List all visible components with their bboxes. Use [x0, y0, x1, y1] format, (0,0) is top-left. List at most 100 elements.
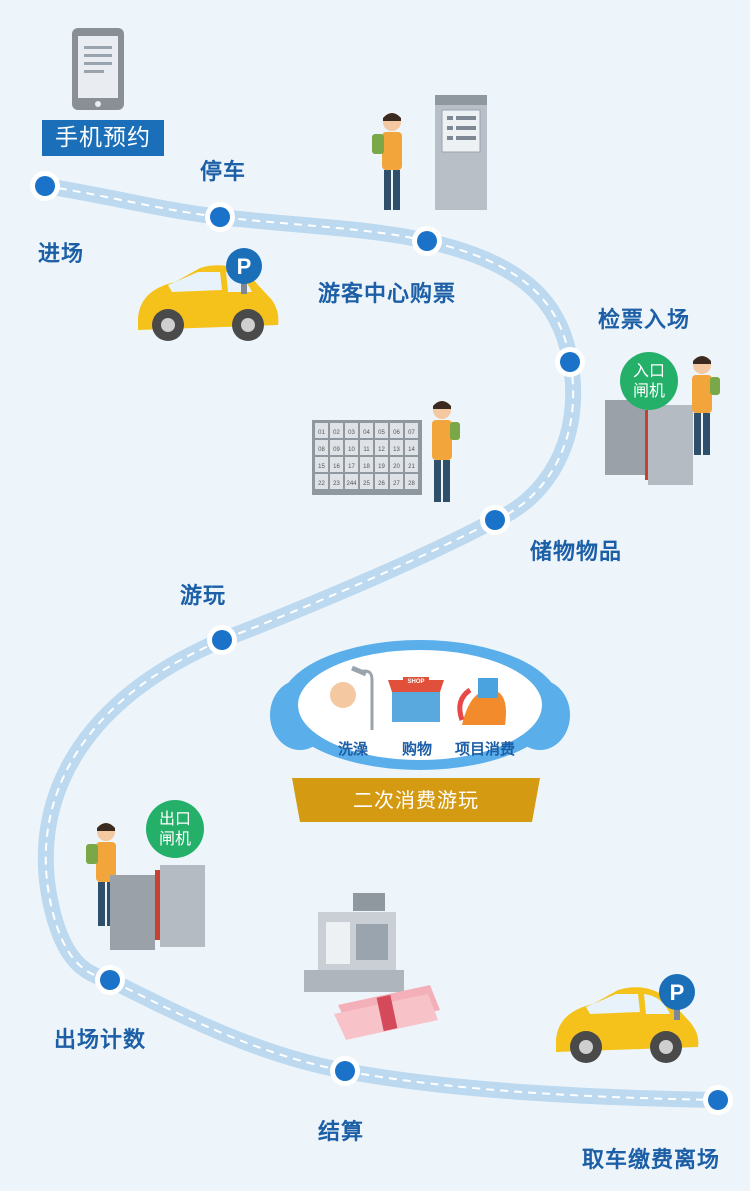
step-label-play: 游玩 [180, 584, 227, 609]
locker-cell [390, 440, 403, 455]
locker-number: 19 [378, 464, 385, 470]
locker-number: 09 [333, 447, 340, 453]
locker-cell [375, 440, 388, 455]
parking-sign-label: P [237, 254, 252, 279]
locker-cell [315, 440, 328, 455]
cash-stack-icon [334, 985, 440, 1040]
exit-turnstile-icon [110, 865, 205, 950]
entry-gate-line2: 闸机 [632, 381, 665, 400]
locker-number: 06 [393, 430, 400, 436]
visitor-person-icon [432, 401, 460, 502]
locker-cell [315, 457, 328, 472]
locker-number: 07 [408, 430, 415, 436]
cloud-item-shopping: 购物 [401, 740, 432, 758]
entry-gate-line1: 入口 [632, 361, 665, 380]
locker-number: 11 [363, 447, 370, 453]
locker-cell [330, 440, 343, 455]
locker-number: 27 [393, 481, 400, 487]
locker-cell [405, 423, 418, 438]
booking-label: 手机预约 [42, 120, 164, 156]
parking-sign-icon [659, 974, 695, 1020]
locker-cell [360, 423, 373, 438]
locker-cell [360, 440, 373, 455]
visitor-person-icon [692, 356, 720, 455]
locker-number: 21 [408, 464, 415, 470]
locker-number: 14 [408, 447, 415, 453]
locker-cell [330, 474, 343, 489]
cloud-item-shower: 洗澡 [337, 740, 368, 758]
locker-cell [360, 474, 373, 489]
step-node-checkin [555, 347, 585, 377]
step-label-parking: 停车 [200, 160, 247, 185]
visitor-person-icon [372, 113, 402, 210]
locker-cell [315, 423, 328, 438]
locker-number: 02 [333, 430, 340, 436]
ribbon-banner [292, 778, 540, 822]
road-dash [44, 185, 721, 1101]
step-node-storage [480, 505, 510, 535]
entry-gate-badge: 入口 闸机 [620, 352, 678, 410]
exit-gate-badge: 出口 闸机 [146, 800, 204, 858]
secondary-spending-title: 二次消费游玩 [353, 788, 479, 812]
cash-register-icon [304, 893, 404, 992]
shop-sign-label: SHOP [407, 679, 424, 685]
step-node-enter [30, 171, 60, 201]
locker-cell [345, 440, 358, 455]
locker-number: 18 [363, 464, 370, 470]
locker-cell [405, 457, 418, 472]
phone-icon [72, 28, 124, 110]
step-node-checkout [330, 1056, 360, 1086]
step-node-tickets [412, 226, 442, 256]
step-node-parking [205, 202, 235, 232]
locker-cell [390, 474, 403, 489]
locker-number: 25 [363, 481, 370, 487]
water-slide-icon [457, 678, 506, 725]
locker-number: 13 [393, 447, 400, 453]
locker-cell [405, 474, 418, 489]
step-label-checkout: 结算 [318, 1120, 365, 1145]
cloud-item-rides: 项目消费 [454, 740, 515, 758]
locker-number: 17 [348, 464, 355, 470]
locker-number: 28 [408, 481, 415, 487]
locker-cell [375, 474, 388, 489]
exit-gate-line1: 出口 [158, 809, 191, 828]
locker-cell [330, 457, 343, 472]
locker-number: 08 [318, 447, 325, 453]
locker-cell [390, 423, 403, 438]
parking-sign-label: P [670, 980, 685, 1005]
locker-cell [345, 474, 358, 489]
step-node-play [207, 625, 237, 655]
locker-number: 01 [318, 430, 325, 436]
step-label-exitcount: 出场计数 [54, 1028, 147, 1053]
locker-cell [330, 423, 343, 438]
locker-number: 26 [378, 481, 385, 487]
locker-cell [360, 457, 373, 472]
shower-icon [330, 665, 374, 730]
locker-cell [315, 474, 328, 489]
locker-number: 22 [318, 481, 325, 487]
entry-turnstile-icon [605, 400, 693, 485]
locker-cell [345, 457, 358, 472]
locker-cell [405, 440, 418, 455]
step-node-leave [703, 1085, 733, 1115]
locker-number: 04 [363, 430, 370, 436]
locker-number: 03 [348, 430, 355, 436]
locker-cell [345, 423, 358, 438]
locker-number: 05 [378, 430, 385, 436]
parking-sign-icon [226, 248, 262, 294]
step-label-leave: 取车缴费离场 [582, 1148, 721, 1173]
locker-cell [375, 457, 388, 472]
step-label-enter: 进场 [38, 242, 85, 267]
ticket-kiosk-icon [435, 95, 487, 210]
step-label-storage: 储物物品 [530, 540, 623, 565]
step-node-exitcount [95, 965, 125, 995]
locker-number: 10 [348, 447, 355, 453]
exit-gate-line2: 闸机 [158, 829, 191, 848]
step-label-checkin: 检票入场 [598, 308, 691, 333]
locker-number: 15 [318, 464, 325, 470]
locker-icon: 01 02 03 04 05 06 07 08 09 10 11 12 13 14 15 16 17 18 19 20… [312, 420, 422, 495]
locker-number: 16 [333, 464, 340, 470]
car-leave-icon [556, 987, 699, 1063]
locker-number: 20 [393, 464, 400, 470]
locker-number: 12 [378, 447, 385, 453]
